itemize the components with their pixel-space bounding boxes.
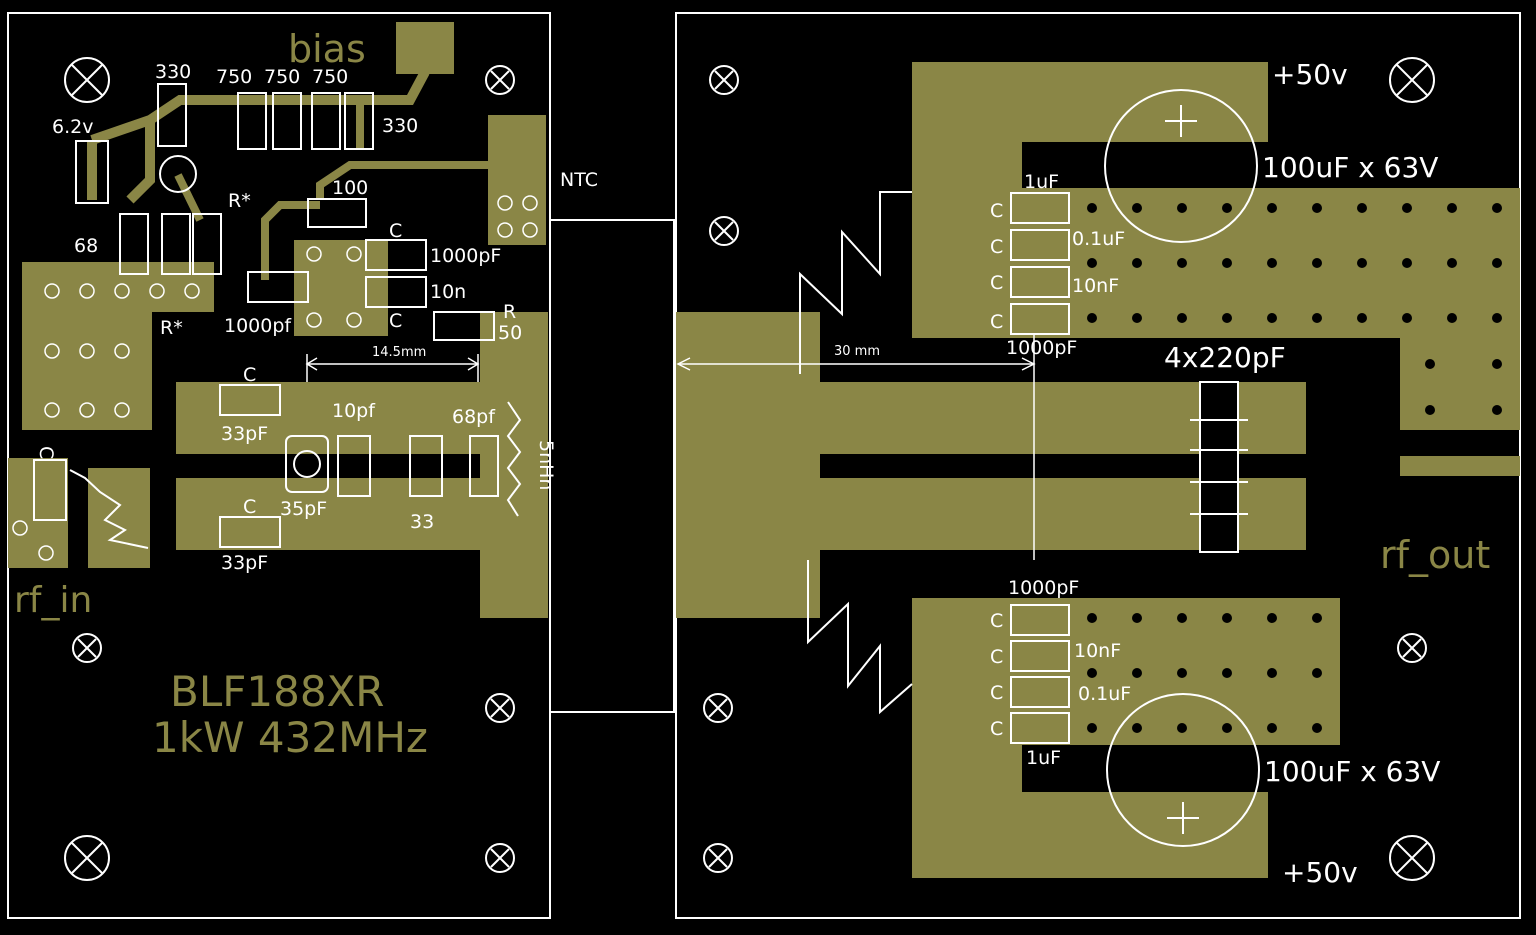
label-c1000pf: 1000pF bbox=[1008, 577, 1079, 599]
dimension-30mm bbox=[676, 334, 1036, 560]
label-c: C bbox=[990, 236, 1003, 258]
label-ntc: NTC bbox=[560, 169, 598, 191]
label-c01uf: 0.1uF bbox=[1072, 228, 1125, 250]
label-r330: 330 bbox=[382, 115, 418, 137]
device-title: BLF188XR bbox=[170, 667, 385, 716]
label-zener: 6.2v bbox=[52, 116, 93, 138]
screw-hole-icon bbox=[703, 65, 1427, 873]
label-c4x220pf: 4x220pF bbox=[1164, 341, 1286, 374]
label-c1uf: 1uF bbox=[1026, 747, 1061, 769]
decoupling-caps-bottom bbox=[1010, 604, 1070, 744]
label-c1uf: 1uF bbox=[1024, 171, 1059, 193]
label-c: C bbox=[990, 311, 1003, 333]
mounting-hole-icon bbox=[1389, 835, 1435, 881]
label-c: C bbox=[35, 446, 57, 459]
mounting-hole-icon bbox=[1389, 57, 1435, 103]
label-r-star: R* bbox=[160, 317, 183, 339]
label-c: C bbox=[990, 272, 1003, 294]
label-c: C bbox=[990, 200, 1003, 222]
drain-supply-bottom bbox=[912, 598, 1340, 878]
label-r750: 750 bbox=[312, 66, 348, 88]
label-r750: 750 bbox=[216, 66, 252, 88]
label-c10n: 10n bbox=[430, 281, 466, 303]
label-c1000pf: 1000pF bbox=[430, 245, 501, 267]
via-dots bbox=[1087, 203, 1502, 733]
screw-hole-icon bbox=[72, 633, 102, 663]
label-r50: 50 bbox=[498, 322, 522, 344]
label-c1000pf: 1000pf bbox=[224, 315, 292, 337]
label-c68pf: 68pf bbox=[452, 406, 496, 428]
rf-in-inductor bbox=[69, 469, 149, 549]
ntc-pad bbox=[488, 115, 546, 245]
rf-out-label: rf_out bbox=[1380, 533, 1490, 577]
coil-5nh bbox=[506, 401, 522, 517]
dimension-label: 30 mm bbox=[834, 344, 880, 359]
screw-hole-icon bbox=[485, 693, 515, 723]
label-c: C bbox=[389, 220, 402, 242]
choke-bottom bbox=[807, 560, 913, 715]
supply-voltage-label: +50v bbox=[1272, 58, 1348, 91]
label-r750: 750 bbox=[264, 66, 300, 88]
label-c: C bbox=[990, 610, 1003, 632]
choke-top bbox=[799, 191, 912, 374]
drain-supply-top bbox=[912, 62, 1520, 430]
label-c: C bbox=[243, 496, 256, 518]
label-r68: 68 bbox=[74, 235, 98, 257]
label-inductor: 5nHn bbox=[535, 440, 557, 490]
bulk-cap-label: 100uF x 63V bbox=[1264, 755, 1440, 788]
screw-hole-icon bbox=[485, 843, 515, 873]
label-c35pf: 35pF bbox=[280, 498, 327, 520]
label-r330: 330 bbox=[155, 61, 191, 83]
label-c: C bbox=[990, 718, 1003, 740]
label-c10pf: 10pf bbox=[332, 400, 376, 422]
electrolytic-capacitor-top bbox=[1104, 89, 1258, 243]
left-board: bias rf_in BLF188XR 1kW 432MHz 330 750 7… bbox=[7, 12, 598, 919]
mounting-hole-icon bbox=[64, 835, 110, 881]
label-c33pf: 33pF bbox=[221, 423, 268, 445]
device-subtitle: 1kW 432MHz bbox=[152, 713, 428, 762]
dimension-label: 14.5mm bbox=[372, 345, 426, 360]
bulk-cap-label: 100uF x 63V bbox=[1262, 151, 1438, 184]
label-r: R bbox=[503, 301, 516, 323]
bias-label: bias bbox=[288, 27, 366, 71]
label-c1000pf: 1000pF bbox=[1006, 337, 1077, 359]
screw-hole-icon bbox=[485, 65, 515, 95]
label-r33: 33 bbox=[410, 511, 434, 533]
via-array bbox=[12, 195, 538, 561]
supply-voltage-label: +50v bbox=[1282, 856, 1358, 889]
label-c33pf: 33pF bbox=[221, 552, 268, 574]
label-c: C bbox=[990, 646, 1003, 668]
label-c01uf: 0.1uF bbox=[1078, 683, 1131, 705]
right-board: +50v 100uF x 63V 1uF C C C C 0.1uF 10nF … bbox=[675, 12, 1521, 919]
label-c: C bbox=[990, 682, 1003, 704]
label-r-star: R* bbox=[228, 190, 251, 212]
decoupling-caps-top bbox=[1010, 192, 1070, 335]
label-c10nf: 10nF bbox=[1074, 640, 1121, 662]
rf-in-label: rf_in bbox=[14, 580, 92, 621]
electrolytic-capacitor-bottom bbox=[1106, 693, 1260, 847]
output-coupling-caps bbox=[1190, 381, 1248, 553]
label-c: C bbox=[389, 310, 402, 332]
label-c10nf: 10nF bbox=[1072, 275, 1119, 297]
transistor-outline bbox=[549, 219, 675, 713]
label-c: C bbox=[243, 364, 256, 386]
mounting-hole-icon bbox=[64, 57, 110, 103]
smd-parts bbox=[33, 83, 499, 548]
bias-pad bbox=[396, 22, 454, 74]
dimension-14-5mm bbox=[305, 354, 480, 382]
label-r100: 100 bbox=[332, 177, 368, 199]
